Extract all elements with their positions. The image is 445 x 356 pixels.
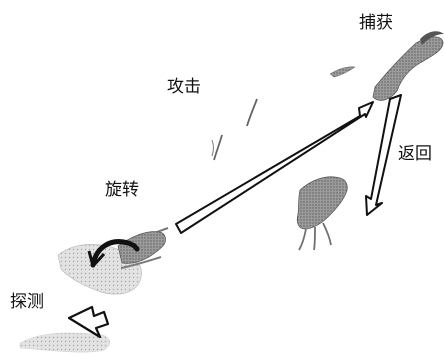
label-rotate: 旋转 xyxy=(105,180,139,200)
prey-line-two xyxy=(213,134,223,161)
prey-line-one xyxy=(246,98,258,127)
label-capture: 捕获 xyxy=(359,13,393,33)
capture-animal-grip xyxy=(420,31,444,45)
detecting-animal-mantle xyxy=(117,231,166,264)
returning-animal-shape xyxy=(296,176,348,230)
rotation-arrow-head-icon xyxy=(87,250,106,268)
detect-up-arrow-icon xyxy=(67,305,110,339)
seafloor-wake-shape xyxy=(19,332,110,353)
label-attack: 攻击 xyxy=(167,77,201,97)
label-detect: 探测 xyxy=(10,292,44,312)
motion-mark xyxy=(211,139,214,157)
capture-animal-shape xyxy=(372,36,444,101)
prey-silhouette-small xyxy=(329,66,356,78)
return-arrow-icon xyxy=(365,94,402,216)
rotation-arrow-icon xyxy=(90,239,140,268)
label-return: 返回 xyxy=(398,144,432,164)
attack-arrow-icon xyxy=(175,101,374,234)
returning-animal-tentacles xyxy=(298,222,332,251)
